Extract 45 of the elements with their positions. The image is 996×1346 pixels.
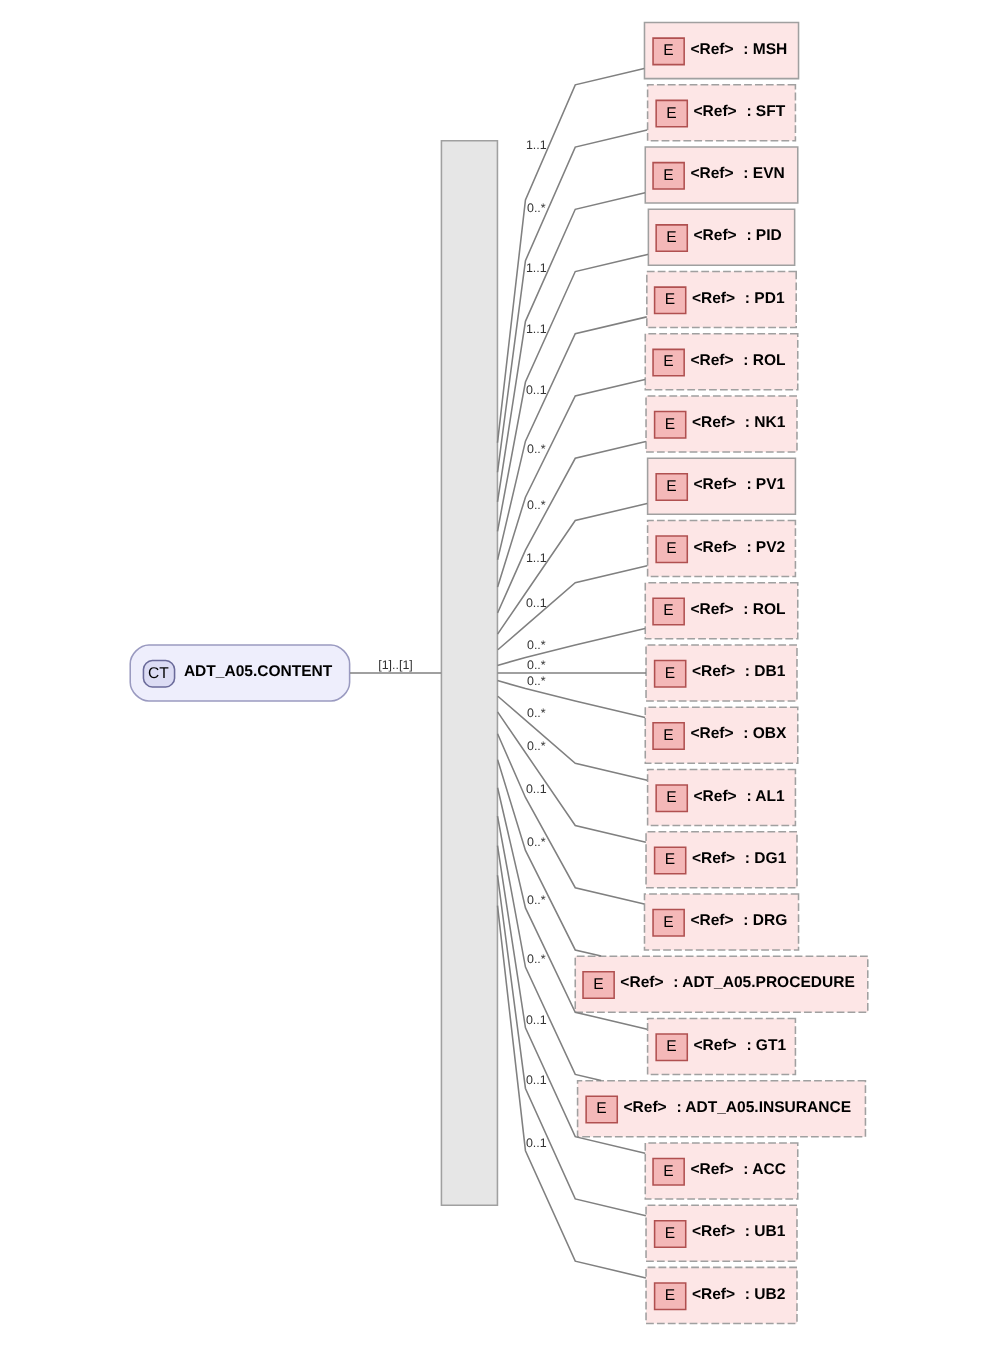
node-box: E <Ref> : PD1 — [645, 270, 796, 329]
node-box: E <Ref> : UB1 — [644, 1204, 797, 1262]
connector — [495, 786, 647, 1030]
node-bar — [439, 140, 498, 1206]
node-box: E <Ref> : OBX — [643, 706, 798, 765]
node-box: E <Ref> : SFT — [645, 84, 796, 142]
node-box: E <Ref> : DB1 — [644, 644, 797, 702]
node-box: E <Ref> : ROL — [643, 333, 798, 391]
node-box: E <Ref> : ROL — [643, 581, 798, 640]
connector — [495, 711, 646, 843]
connector — [348, 672, 441, 674]
connector — [495, 192, 645, 503]
node-box: E <Ref> : ADT_A05.INSURANCE — [575, 1079, 866, 1138]
connector — [495, 844, 645, 1154]
connector — [495, 874, 646, 1217]
connector — [495, 815, 601, 1082]
connector — [495, 129, 647, 474]
connector — [495, 758, 601, 957]
node-box: E <Ref> : NK1 — [644, 395, 797, 453]
connector — [495, 440, 646, 614]
node-box: E <Ref> : ACC — [643, 1142, 798, 1200]
connector — [495, 679, 645, 719]
connector — [495, 672, 646, 674]
node-box: E <Ref> : DG1 — [644, 830, 797, 889]
connector — [495, 733, 644, 905]
connector — [496, 695, 647, 782]
node-box: E <Ref> : UB2 — [644, 1266, 797, 1325]
connector — [495, 502, 647, 635]
node-box: E <Ref> : PV1 — [645, 457, 796, 516]
connector — [495, 904, 646, 1279]
node-box: E <Ref> : PID — [646, 208, 795, 267]
node-box: E <Ref> : MSH — [642, 21, 799, 80]
connector — [495, 378, 645, 588]
node-box: E <Ref> : EVN — [643, 146, 798, 204]
connector — [496, 564, 647, 651]
node-box: E <Ref> : GT1 — [645, 1017, 796, 1076]
connector — [495, 627, 645, 667]
node-box: CT ADT_A05.CONTENT — [128, 644, 350, 702]
node-box: E <Ref> : DRG — [642, 893, 799, 951]
node-box: E <Ref> : PV2 — [645, 519, 796, 578]
connector — [495, 316, 647, 561]
node-box: E <Ref> : AL1 — [645, 768, 796, 827]
connector — [495, 67, 644, 444]
node-box: E <Ref> : ADT_A05.PROCEDURE — [573, 955, 868, 1013]
connector — [495, 253, 648, 533]
